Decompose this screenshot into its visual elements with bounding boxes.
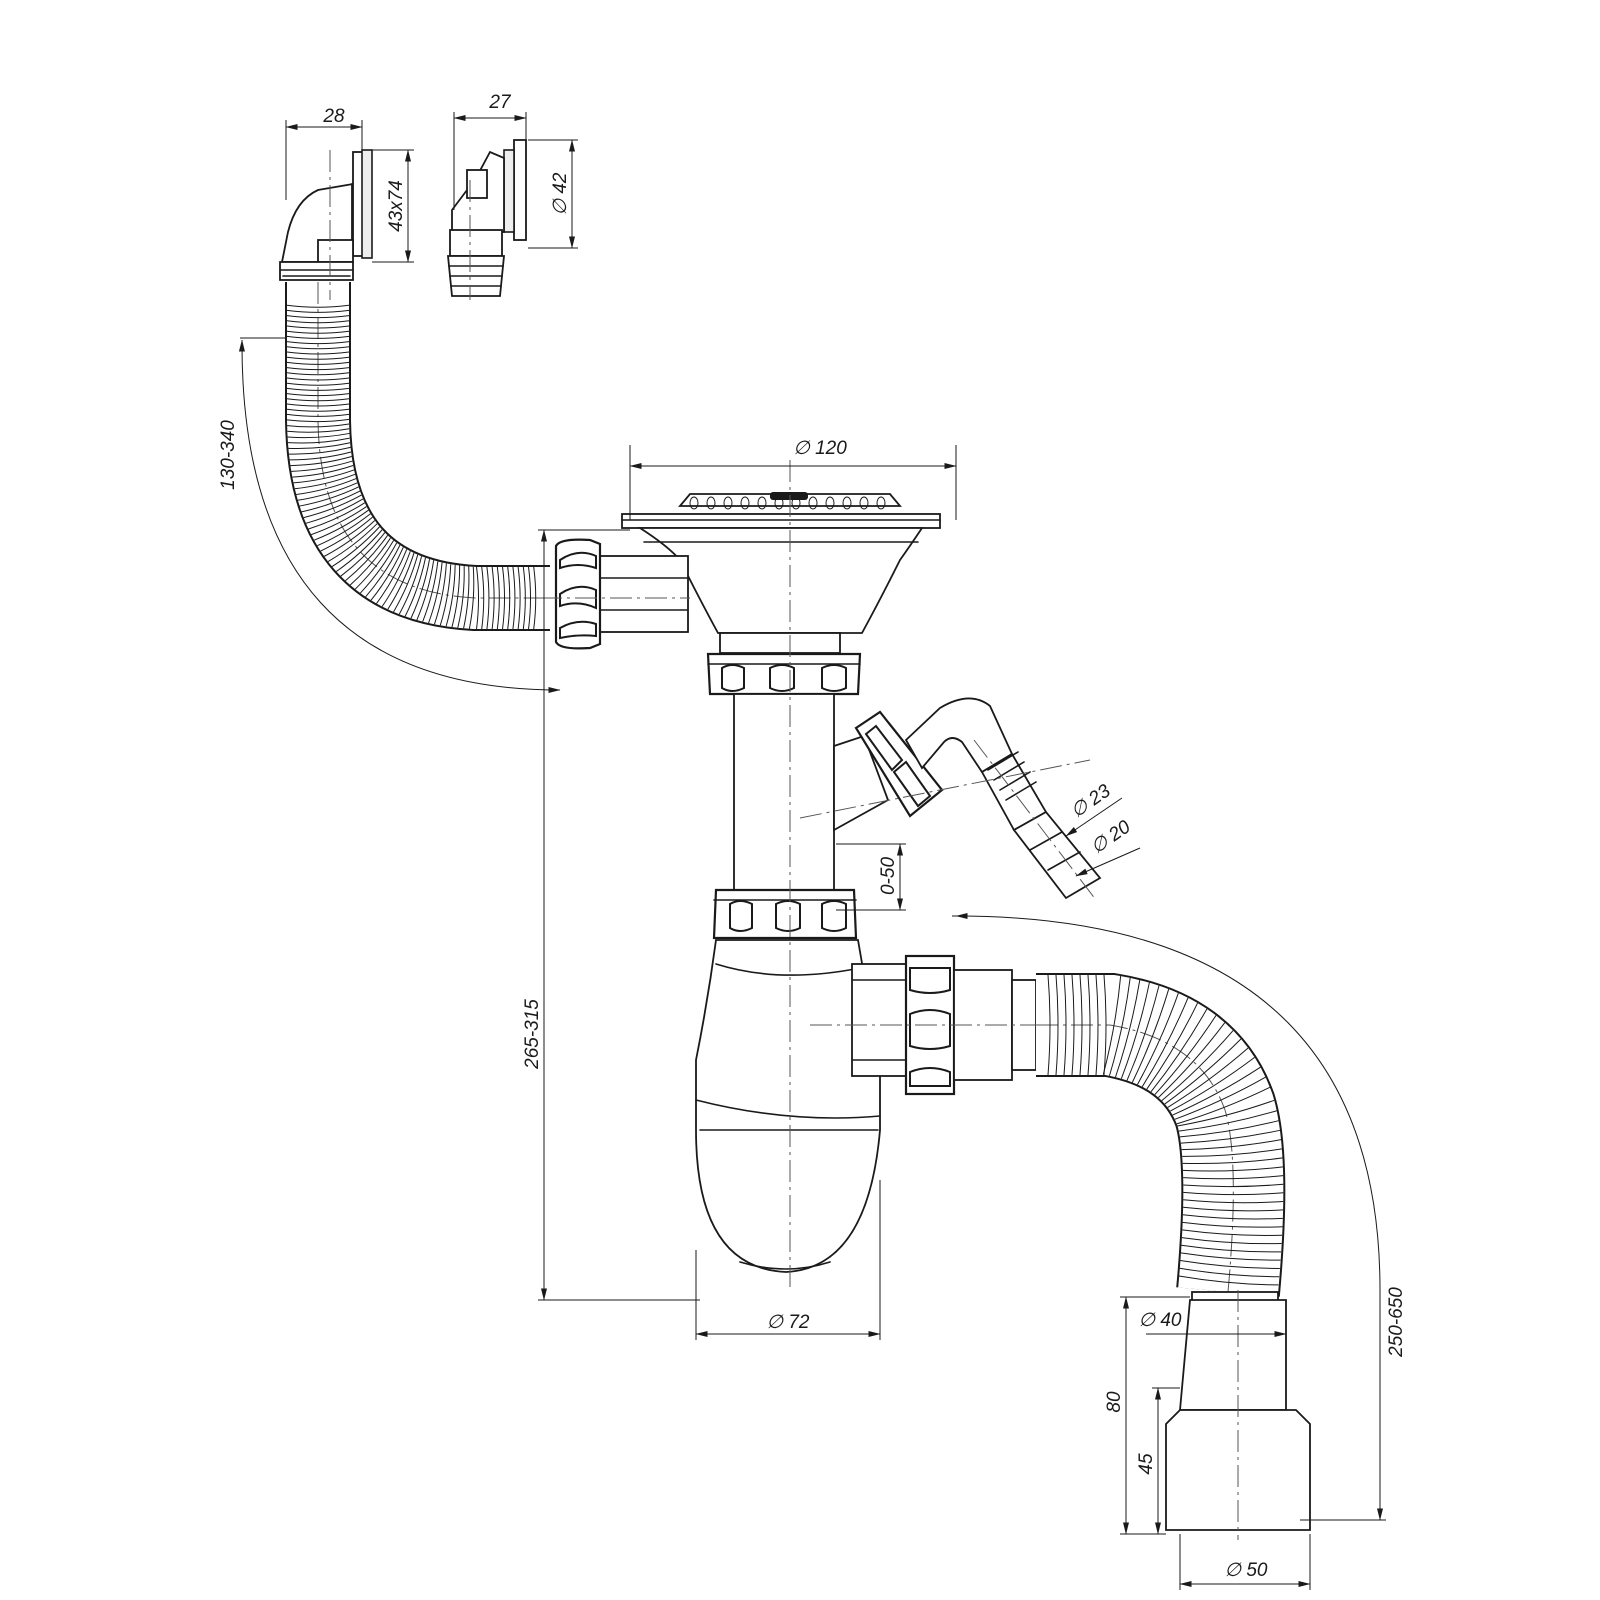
dim-label-250-650: 250-650	[1386, 1287, 1407, 1358]
dim-label-265-315: 265-315	[522, 999, 543, 1070]
hose-rib	[286, 309, 350, 313]
hose-rib	[286, 335, 350, 339]
overflow-elbow	[279, 149, 373, 281]
strainer-hole	[774, 496, 784, 510]
dim-label-dia-42: ∅ 42	[550, 172, 571, 215]
dim-label-45: 45	[1136, 1453, 1157, 1475]
strainer-hole	[740, 496, 750, 510]
hose-rib	[286, 330, 350, 334]
overflow-inlet	[554, 538, 689, 650]
dim-label-dia-20: ∅ 20	[1087, 816, 1135, 858]
dim-label-0-50: 0-50	[878, 857, 899, 895]
hose-rib	[286, 325, 350, 329]
dim-label-dia-50: ∅ 50	[1225, 1560, 1268, 1581]
strainer-hole	[876, 496, 886, 510]
hose-rib	[286, 320, 350, 324]
strainer-bowl	[621, 492, 941, 654]
dim-label-dia-72: ∅ 72	[767, 1312, 810, 1333]
bottle-trap	[695, 888, 909, 1273]
strainer-hole	[808, 496, 818, 510]
tailpiece	[706, 652, 862, 891]
dim-label-43x74: 43x74	[386, 180, 407, 232]
dim-label-28: 28	[322, 106, 345, 127]
strainer-hole	[791, 496, 801, 510]
dim-label-80: 80	[1104, 1391, 1125, 1413]
dim-label-dia-40: ∅ 40	[1139, 1310, 1182, 1331]
dimension-lines	[238, 112, 1386, 1590]
dim-label-130-340: 130-340	[218, 420, 239, 490]
dim-label-dia-23: ∅ 23	[1067, 780, 1115, 822]
strainer-hole	[757, 496, 767, 510]
alt-overflow-fitting	[447, 139, 527, 300]
hose-rib	[286, 315, 350, 319]
strainer-hole	[689, 496, 699, 510]
overflow-hose	[285, 282, 550, 631]
strainer-hole	[706, 496, 716, 510]
dim-label-dia-120: ∅ 120	[793, 438, 847, 459]
strainer-hole	[825, 496, 835, 510]
dim-label-27: 27	[488, 92, 512, 113]
hose-rib	[286, 304, 350, 308]
appliance-branch	[799, 697, 1102, 901]
strainer-hole	[859, 496, 869, 510]
strainer-hole	[723, 496, 733, 510]
drain-outlet	[1165, 1290, 1311, 1540]
strainer-hole	[842, 496, 852, 510]
drain-hose	[1036, 973, 1286, 1297]
